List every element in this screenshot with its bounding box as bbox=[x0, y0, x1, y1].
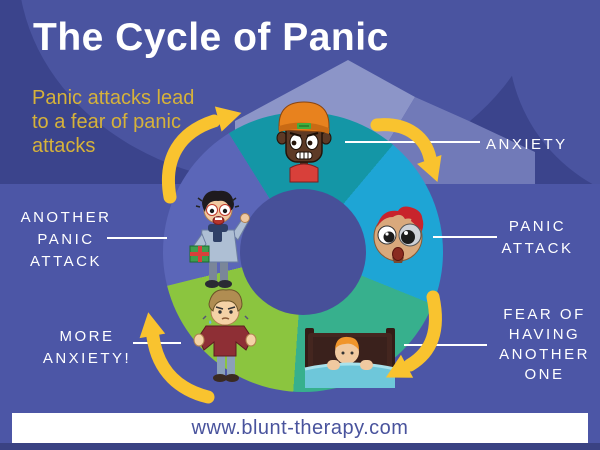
website-text: www.blunt-therapy.com bbox=[191, 417, 409, 439]
panicking-man-with-gift-icon bbox=[189, 190, 250, 288]
stage-label-anxiety: ANXIETY bbox=[486, 136, 568, 153]
stage-label-another-panic-attack: ANOTHER PANIC ATTACK bbox=[20, 209, 112, 270]
shrugging-anxious-boy-icon bbox=[193, 289, 257, 382]
footer-bar: www.blunt-therapy.com bbox=[12, 413, 588, 443]
bottom-strip bbox=[0, 443, 600, 450]
stage-label-more-anxiety: MORE ANXIETY! bbox=[42, 328, 132, 367]
wheel-center bbox=[240, 189, 366, 315]
header-background bbox=[0, 0, 600, 184]
stage-label-fear-of-having-another-one: FEAR OF HAVING ANOTHER ONE bbox=[499, 306, 590, 383]
stage-label-panic-attack: PANIC ATTACK bbox=[501, 218, 574, 257]
page-title: The Cycle of Panic bbox=[33, 16, 389, 59]
subtitle-text: Panic attacks lead to a fear of panic at… bbox=[32, 87, 195, 157]
person-hiding-in-bed-icon bbox=[304, 328, 396, 388]
shocked-face-icon bbox=[373, 206, 424, 263]
worried-man-in-orange-cap-icon bbox=[276, 101, 332, 183]
arrowhead-icon bbox=[139, 312, 166, 339]
